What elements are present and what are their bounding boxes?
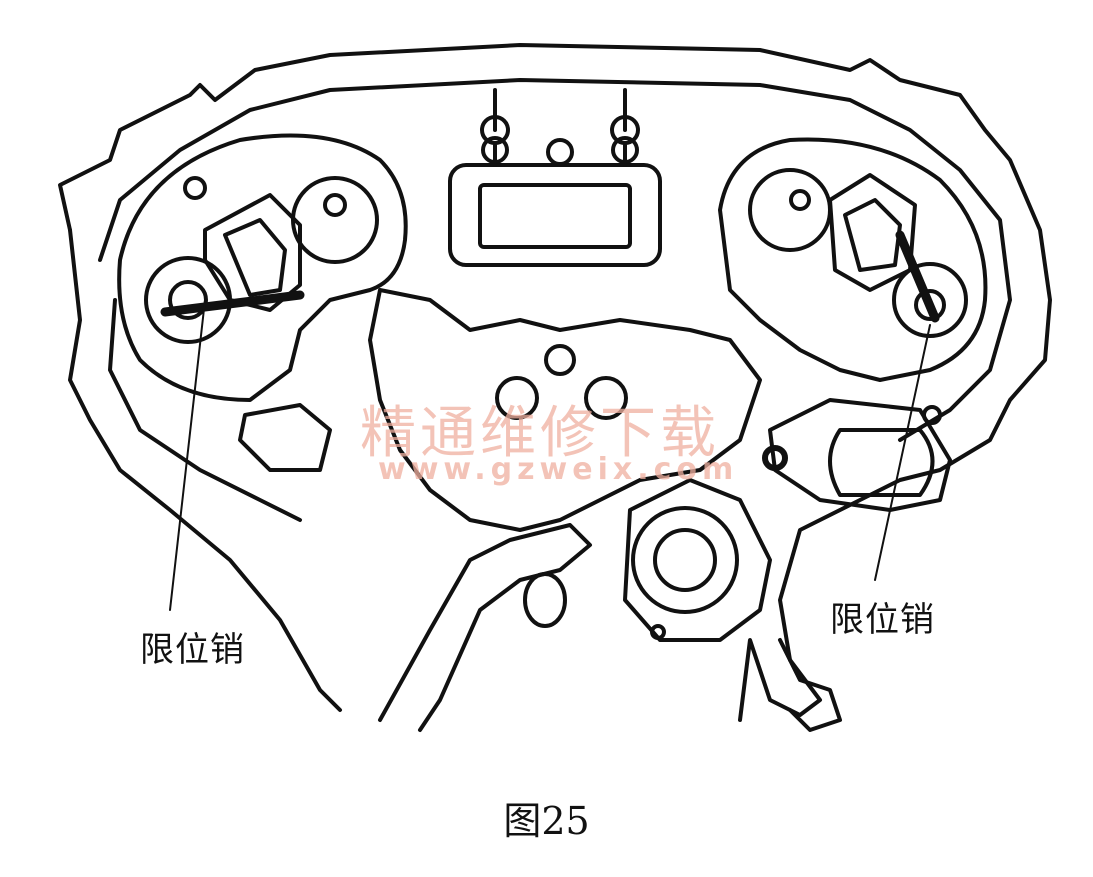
water-pump-bolt [650, 624, 666, 640]
right-idler-pin [762, 445, 788, 471]
figure-caption: 图25 [503, 799, 590, 843]
right-leader-line [874, 324, 931, 581]
left-limit-pin [160, 290, 305, 317]
left-cam-sprocket-hub [323, 193, 347, 217]
lower-center-block [368, 288, 762, 532]
left-tensioner-body [223, 218, 287, 297]
left-outer-edge [68, 228, 342, 712]
right-stud-head [611, 136, 639, 164]
lower-arm [378, 523, 592, 732]
right-crank-sprocket [892, 262, 968, 338]
left-stud-head [481, 136, 509, 164]
lower-right-mount [778, 638, 842, 732]
inner-cover-outline-2 [108, 298, 302, 522]
inner-cover-outline [98, 78, 1012, 442]
right-crank-sprocket-hub [914, 289, 946, 321]
right-idler-housing [768, 398, 952, 512]
watermark-text: 精通维修下载 [360, 401, 720, 466]
lower-bolt-1 [544, 344, 576, 376]
left-bracket [238, 403, 332, 472]
center-stud-right [610, 88, 640, 167]
center-window-inner [478, 183, 632, 249]
right-limit-pin-label: 限位销 [830, 600, 935, 640]
water-pump-housing [623, 478, 772, 642]
left-limit-pin-label: 限位销 [140, 630, 245, 670]
right-limit-pin [895, 230, 940, 323]
watermark-url: www.gzweix.com [378, 452, 739, 487]
left-cam-housing [117, 133, 408, 402]
left-leader-line [169, 299, 206, 611]
center-stud-left [480, 88, 510, 167]
right-cam-sprocket-hub [789, 189, 811, 211]
water-pump-outer [631, 506, 739, 614]
right-small-bolt [922, 405, 942, 425]
left-cam-sprocket [291, 176, 379, 264]
right-tensioner-body [843, 198, 902, 272]
center-top-bolt [546, 138, 574, 166]
outer-cover-outline [58, 43, 1052, 722]
oval-port [523, 572, 567, 628]
left-cover-bolt [183, 176, 207, 200]
lower-bolt-2 [495, 376, 539, 420]
right-cam-sprocket [748, 168, 832, 252]
right-idler-cylinder [828, 428, 935, 497]
lower-bolt-3 [584, 376, 628, 420]
left-crank-sprocket [144, 256, 232, 344]
water-pump-inner [653, 528, 717, 592]
right-cam-housing [718, 137, 988, 382]
